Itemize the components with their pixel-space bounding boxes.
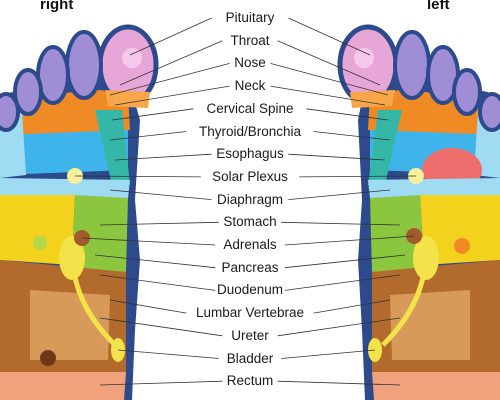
left-foot-kidney [413, 236, 439, 280]
left-foot-toe-4 [452, 68, 482, 116]
leader-line-right [99, 380, 223, 386]
leader-line-left [281, 349, 376, 359]
right-foot-zone-stomach [72, 195, 128, 272]
zone-label: Ureter [231, 327, 269, 343]
leader-line-right [109, 63, 230, 96]
zone-label: Solar Plexus [212, 168, 288, 184]
leader-line-right [129, 17, 212, 56]
leader-line-left [288, 153, 386, 161]
left-foot-zone-spleen [420, 195, 500, 265]
right-foot-dot-dark [40, 350, 56, 366]
leader-line-left [284, 235, 415, 246]
leader-line-right [81, 237, 216, 246]
left-foot-zone-teal [368, 110, 402, 185]
zone-label: Bladder [226, 350, 274, 366]
zone-label: Adrenals [223, 237, 277, 252]
right-foot [0, 24, 159, 400]
leader-line-right [111, 108, 194, 121]
leader-line-left [281, 221, 401, 226]
right-foot-zone-inner-intestine [30, 290, 110, 360]
right-foot-zone-heel [0, 372, 126, 400]
leader-line-left [299, 175, 417, 178]
leader-line-right [117, 349, 219, 359]
leader-line-right [114, 153, 212, 161]
leader-line-left [288, 189, 391, 200]
leader-line-right [114, 85, 230, 106]
leader-line-left [270, 85, 386, 106]
leader-line-right [99, 274, 216, 291]
leader-line-right [119, 40, 223, 86]
zone-label: Throat [230, 32, 270, 48]
leader-line-left [270, 63, 389, 96]
zone-label: Pituitary [225, 10, 275, 25]
left-foot-dot-orange [454, 238, 470, 254]
left-foot [337, 24, 500, 400]
leader-line-right [109, 299, 187, 314]
left-foot-toe-2 [393, 30, 431, 100]
right-foot-dot-green [33, 236, 47, 250]
zone-label: Thyroid/Bronchia [198, 123, 302, 139]
zone-label: Esophagus [216, 146, 284, 162]
right-foot-pituitary [122, 48, 142, 68]
zone-label: Nose [234, 55, 266, 71]
leader-line-left [277, 380, 401, 386]
left-foot-pituitary [354, 48, 374, 68]
leader-lines [74, 17, 417, 386]
leader-line-left [306, 108, 389, 121]
zone-label: Duodenum [216, 282, 284, 298]
right-foot-zone-liver [0, 195, 75, 265]
leader-line-right [94, 254, 216, 269]
zone-label: Neck [234, 78, 266, 94]
leader-line-left [284, 274, 401, 291]
leader-line-right [99, 221, 219, 226]
zone-label: Stomach [223, 214, 277, 230]
right-foot-toe-4 [13, 68, 43, 116]
leader-line-left [313, 131, 391, 141]
leader-line-left [284, 254, 406, 269]
right-foot-kidney [59, 236, 85, 280]
left-foot-zone-diaphragm [368, 178, 500, 198]
leader-line-right [74, 175, 201, 178]
zone-label: Lumbar Vertebrae [195, 305, 305, 321]
leader-line-right [109, 189, 212, 200]
left-foot-zone-heel [372, 372, 500, 400]
leader-line-left [277, 317, 401, 337]
left-foot-heading: left [427, 0, 450, 13]
zone-label: Cervical Spine [206, 100, 294, 116]
right-foot-zone-lung [0, 130, 128, 175]
left-foot-zone-stomach [370, 195, 424, 272]
left-foot-toe-5 [478, 92, 500, 132]
right-foot-zone-teal [95, 110, 130, 185]
right-foot-toe-neck [105, 90, 150, 108]
right-foot-heading: right [40, 0, 74, 13]
left-foot-toe-neck [350, 90, 395, 108]
leader-line-left [288, 17, 371, 56]
zone-label: Rectum [226, 373, 274, 389]
zone-label: Pancreas [221, 259, 279, 275]
leader-line-right [99, 317, 223, 337]
leader-line-left [277, 40, 381, 86]
right-foot-toe-2 [65, 30, 103, 100]
right-foot-zone-diaphragm [0, 178, 130, 198]
leader-line-left [313, 299, 391, 314]
leader-line-right [109, 131, 187, 141]
zone-label: Diaphragm [216, 191, 284, 207]
right-foot-toe-5 [0, 92, 20, 132]
